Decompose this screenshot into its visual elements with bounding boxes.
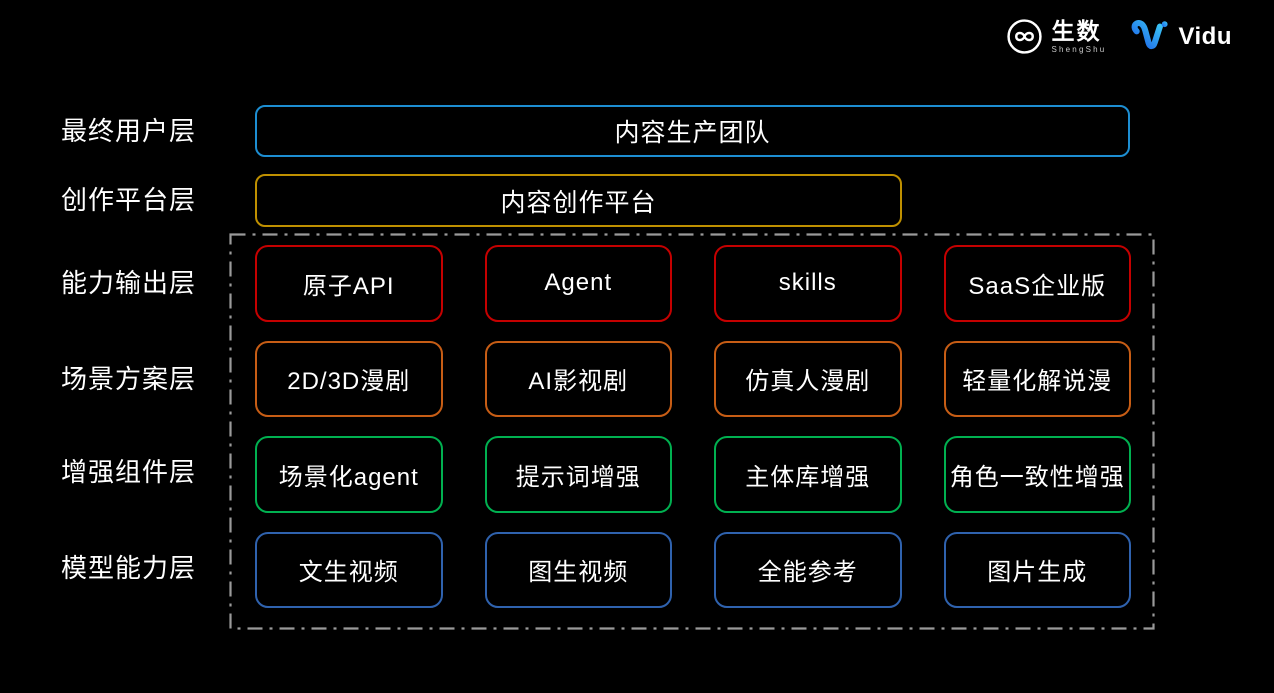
content-creation-platform-box: 内容创作平台 — [255, 174, 902, 227]
label-end-user-layer: 最终用户层 — [61, 116, 197, 146]
2d3d-comic-drama-box: 2D/3D漫剧 — [255, 340, 443, 417]
lightweight-narration-comic-box: 轻量化解说漫 — [943, 340, 1131, 417]
atomic-api-box: 原子API — [255, 245, 443, 322]
shengshu-infinity-icon — [1007, 19, 1043, 54]
label-creation-platform-layer: 创作平台层 — [61, 185, 197, 215]
capability-stack-container: 原子API Agent skills SaaS企业版 2D/3D漫剧 AI影视剧… — [229, 233, 1155, 630]
ai-film-drama-box: AI影视剧 — [484, 340, 672, 417]
text-to-video-box: 文生视频 — [255, 531, 443, 608]
brand-bar: 生数 ShengShu Vidu — [1006, 18, 1232, 55]
virtual-human-comic-box: 仿真人漫剧 — [714, 340, 902, 417]
label-enhancement-component-layer: 增强组件层 — [61, 457, 197, 487]
agent-box: Agent — [484, 245, 672, 322]
character-consistency-enhancement-box: 角色一致性增强 — [943, 436, 1131, 513]
label-model-capability-layer: 模型能力层 — [61, 553, 197, 583]
dashed-border — [229, 233, 1155, 630]
content-production-team-box: 内容生产团队 — [255, 105, 1130, 157]
label-capability-output-layer: 能力输出层 — [61, 268, 197, 298]
capability-grid: 原子API Agent skills SaaS企业版 2D/3D漫剧 AI影视剧… — [255, 245, 1131, 608]
shengshu-subtitle: ShengShu — [1051, 44, 1107, 54]
image-to-video-box: 图生视频 — [484, 531, 672, 608]
saas-enterprise-box: SaaS企业版 — [943, 245, 1131, 322]
universal-reference-box: 全能参考 — [714, 531, 902, 608]
vidu-v-icon — [1132, 19, 1169, 49]
prompt-enhancement-box: 提示词增强 — [484, 436, 672, 513]
skills-box: skills — [714, 245, 902, 322]
label-scenario-solution-layer: 场景方案层 — [61, 364, 197, 394]
scenario-agent-box: 场景化agent — [255, 436, 443, 513]
vidu-name: Vidu — [1178, 22, 1232, 50]
subject-library-enhancement-box: 主体库增强 — [714, 436, 902, 513]
shengshu-name: 生数 — [1051, 17, 1102, 44]
shengshu-logo: 生数 ShengShu — [1006, 18, 1106, 55]
vidu-logo: Vidu — [1128, 19, 1232, 55]
image-generation-box: 图片生成 — [943, 531, 1131, 608]
